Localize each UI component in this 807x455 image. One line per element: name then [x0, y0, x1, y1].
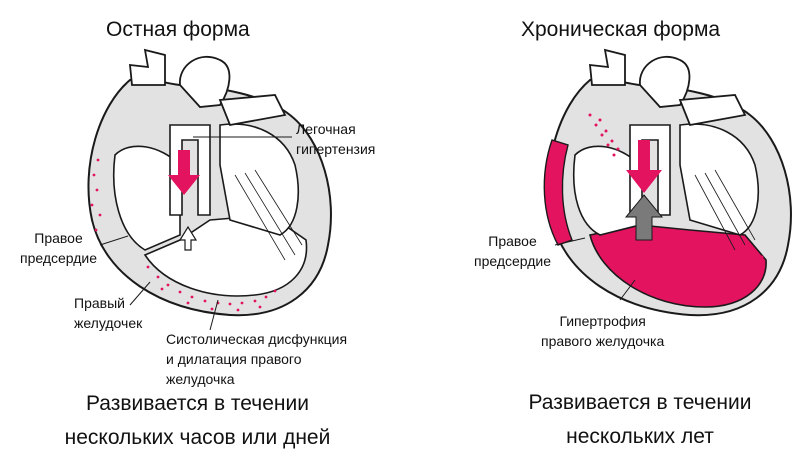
label-right-atrium-chronic: Правое предсердие	[474, 233, 552, 269]
acute-heart-illustration	[87, 48, 332, 317]
chronic-onset-caption: Развивается в течении нескольких лет	[528, 391, 752, 448]
label-right-atrium-acute: Правое предсердие	[20, 230, 98, 266]
label-right-ventricle: Правый желудочек	[74, 295, 143, 331]
label-systolic-dysfunction: Систолическая дисфункция и дилатация пра…	[166, 331, 348, 387]
chronic-heart-illustration	[543, 48, 792, 317]
acute-title: Остная форма	[106, 18, 250, 41]
chronic-title: Хроническая форма	[521, 18, 721, 41]
acute-onset-caption: Развивается в течении нескольких часов и…	[64, 392, 331, 449]
label-pulmonary-hypertension: Легочная гипертензия	[296, 121, 376, 157]
label-rv-hypertrophy: Гипертрофия правого желудочка	[541, 313, 665, 349]
